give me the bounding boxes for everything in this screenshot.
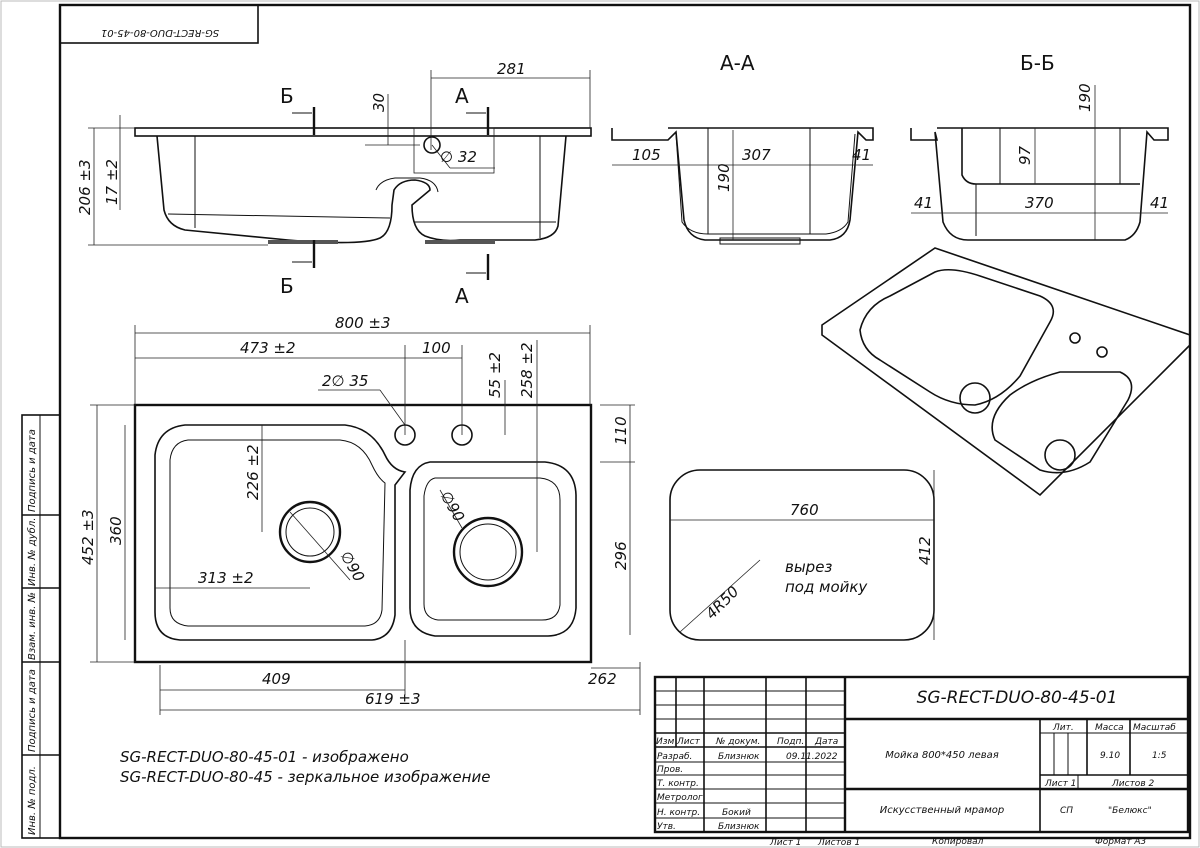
title_block-headers-4-label: Дата — [814, 737, 838, 747]
front_view-dims-d30-label: 30 — [370, 93, 388, 112]
section_aa-dims-d105-label: 105 — [632, 146, 661, 164]
plan_view-dims-d452-label: 452 ±3 — [79, 509, 97, 565]
front_view-dims-d281-label: 281 — [497, 60, 526, 78]
title_block-sheets-label: Листов 2 — [1111, 779, 1154, 789]
plan_view-dims-d226-label: 226 ±2 — [244, 444, 262, 500]
cutout-d760-label: 760 — [790, 501, 819, 519]
title_block-footer-copied-label: Копировал — [932, 837, 984, 847]
section_bb-dims-d370-label: 370 — [1025, 194, 1054, 212]
title_block-material-label: Искусственный мрамор — [880, 805, 1004, 816]
section_aa-dims-d307-label: 307 — [742, 146, 771, 164]
plan_view-dims-d2x35-label: 2∅ 35 — [322, 372, 368, 390]
note-1: SG-RECT-DUO-80-45-01 - изображено — [120, 748, 409, 766]
title_block-org-label: "Белюкс" — [1108, 806, 1152, 816]
title_block-rows-0-name-label: Близнюк — [718, 752, 760, 762]
title_block-lit_label-label: Лит. — [1052, 723, 1074, 733]
plan_view-dims-d619-label: 619 ±3 — [365, 690, 421, 708]
cutout-template: 760 412 4R50 вырез под мойку — [669, 469, 935, 641]
title_block-footer-format-label: Формат А3 — [1095, 837, 1147, 847]
section_bb-dims-d41b-label: 41 — [1150, 194, 1169, 212]
title_block-scale-label: 1:5 — [1152, 751, 1167, 761]
plan_view-dims-d409-label: 409 — [262, 670, 291, 688]
title_block-org_prefix-label: СП — [1060, 806, 1073, 816]
plan_view-dims-d55-label: 55 ±2 — [486, 352, 504, 398]
title_block-product-label: Мойка 800*450 левая — [885, 750, 999, 761]
cutout-label1-label: вырез — [785, 558, 832, 576]
section_aa-dims-d41-label: 41 — [852, 146, 871, 164]
plan_view-dims-d258-label: 258 ±2 — [518, 342, 536, 398]
plan_view-dims-d296-label: 296 — [612, 541, 630, 570]
cutout-d412-label: 412 — [916, 536, 934, 565]
side-strip: Подпись и дата Инв. № дубл. Взам. инв. №… — [21, 414, 61, 839]
title_block-mass_label-label: Масса — [1095, 723, 1124, 733]
front_view-section_b-label: Б — [280, 274, 294, 298]
title_block-footer-sheet-label: Лист 1 — [769, 838, 801, 848]
title-code: SG-RECT-DUO-80-45-01 — [917, 688, 1118, 708]
stamp_code-label: SG-RECT-DUO-80-45-01 — [101, 27, 219, 38]
title_block-mass-label: 9.10 — [1100, 751, 1120, 761]
title_block-rows-0-date-label: 09.11.2022 — [786, 752, 838, 762]
title_block-footer-sheets-label: Листов 1 — [817, 838, 860, 848]
title_block-rows-5-name-label: Близнюк — [718, 822, 760, 832]
top-stamp: SG-RECT-DUO-80-45-01 — [59, 4, 259, 44]
note-2: SG-RECT-DUO-80-45 - зеркальное изображен… — [120, 768, 490, 786]
section-aa: А-А 105 307 41 190 — [611, 51, 874, 245]
plan_view-dims-d473-label: 473 ±2 — [240, 339, 296, 357]
front_view-dims-d206-label: 206 ±3 — [76, 159, 94, 215]
isometric-view — [821, 247, 1191, 497]
title_block-rows-1-role-label: Пров. — [657, 765, 683, 775]
side_strip-3-label: Подпись и дата — [27, 669, 38, 752]
side_strip-2-label: Взам. инв. № — [27, 592, 38, 660]
front_view-dims-d32-label: ∅ 32 — [440, 148, 477, 166]
title_block-rows-0-role-label: Разраб. — [657, 752, 692, 762]
front_view-section_a-label: А — [455, 284, 469, 308]
title_block-headers-0-label: Изм — [656, 737, 675, 747]
section_bb-title-label: Б-Б — [1020, 51, 1055, 75]
title_block-rows-2-role-label: Т. контр. — [657, 779, 699, 789]
title_block-rows-3-role-label: Метролог — [657, 793, 703, 803]
front_view-section_b-label: Б — [280, 84, 294, 108]
cutout-label2-label: под мойку — [785, 578, 868, 596]
plan_view-dims-d100-label: 100 — [422, 339, 451, 357]
plan_view-dims-d800-label: 800 ±3 — [335, 314, 391, 332]
plan_view-dims-d90a-label: ∅90 — [337, 548, 369, 585]
front_view-section_a-label: А — [455, 84, 469, 108]
section-bb: Б-Б 190 97 41 370 41 — [910, 51, 1169, 241]
section_bb-dims-d190-label: 190 — [1076, 83, 1094, 112]
plan_view-dims-d313-label: 313 ±2 — [198, 569, 254, 587]
cutout-r50-label: 4R50 — [702, 582, 742, 622]
front_view-dims-d17-label: 17 ±2 — [103, 159, 121, 205]
title_block-headers-2-label: № докум. — [715, 737, 760, 747]
title_block-headers-3-label: Подп. — [777, 737, 804, 747]
title_block-rows-4-role-label: Н. контр. — [657, 808, 700, 818]
side_strip-1-label: Инв. № дубл. — [26, 518, 38, 586]
plan_view-dims-d110-label: 110 — [612, 416, 630, 445]
section_aa-title-label: А-А — [720, 51, 755, 75]
plan-view: 800 ±3 473 ±2 100 55 ±2 258 ±2 2∅ 35 110… — [79, 314, 641, 715]
title_block-rows-4-name-label: Бокий — [722, 808, 751, 818]
section_bb-dims-d97-label: 97 — [1016, 145, 1034, 165]
plan_view-dims-d262-label: 262 — [588, 670, 617, 688]
section_bb-dims-d41a-label: 41 — [914, 194, 933, 212]
side_strip-0-label: Подпись и дата — [27, 429, 38, 512]
title_block-rows-5-role-label: Утв. — [657, 822, 676, 832]
title_block-sheet-label: Лист 1 — [1044, 779, 1076, 789]
section_aa-dims-d190-label: 190 — [715, 163, 733, 192]
front-view: Б Б А А 281 30 ∅ 32 206 ±3 17 ±2 — [76, 60, 592, 308]
title_block-scale_label-label: Масштаб — [1133, 723, 1176, 733]
plan_view-dims-d360-label: 360 — [107, 516, 125, 545]
title_block-headers-1-label: Лист — [676, 737, 701, 747]
title-block: SG-RECT-DUO-80-45-01 Изм Лист № докум. П… — [653, 675, 1190, 848]
plan_view-dims-d90b-label: ∅90 — [437, 488, 469, 525]
side_strip-4-label: Инв. № подл. — [27, 766, 38, 835]
